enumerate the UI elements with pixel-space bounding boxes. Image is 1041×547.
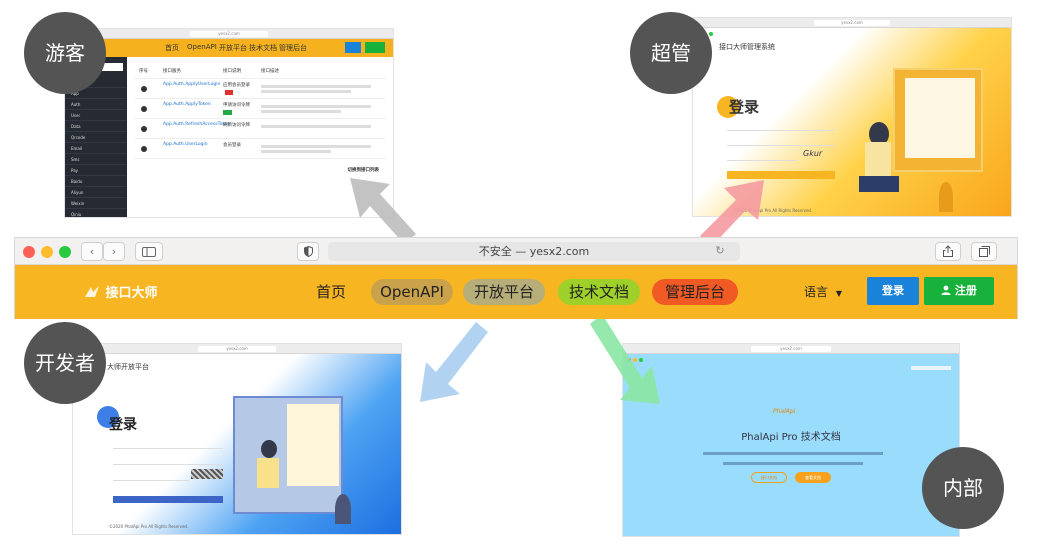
table-row: App.Auth.ApplyUserLogin 应用会员登录 [135,79,385,99]
visitor-nav-docs: 技术文档 [249,44,277,52]
arrow-gray-icon [350,178,416,244]
nav-home[interactable]: 首页 [315,283,346,301]
visitor-sidebar-item: Sms [65,154,127,165]
internal-brand: PhalApi [773,408,796,415]
developer-login-title: 登录 [109,417,137,433]
nav-admin[interactable]: 管理后台 [652,279,738,305]
reload-button[interactable]: ↻ [715,244,725,257]
mini-titlebar: yesx2.com [73,344,401,362]
site-logo-text: 接口大师 [105,286,158,301]
visitor-sidebar-item: Email [65,143,127,154]
nav-open-platform[interactable]: 开放平台 [463,279,545,305]
sidebar-icon [142,247,156,257]
developer-title: 大师开放平台 [107,363,149,371]
visitor-sidebar-item: Weixin [65,198,127,209]
visitor-sidebar-item: Auth [65,99,127,110]
visitor-register-btn [365,42,385,53]
browser-toolbar: ‹ › 不安全 — yesx2.com ↻ [15,238,1017,265]
user-icon [941,285,951,295]
visitor-nav: 首页 OpenAPI 开放平台 技术文档 管理后台 [65,39,393,57]
visitor-sidebar-item: Data [65,121,127,132]
admin-footer: ©2020 PhalApi Pro All Rights Reserved. [733,208,813,213]
mini-address: yesx2.com [189,31,269,37]
arrow-pink-icon [700,180,764,246]
tabs-icon [978,246,990,257]
role-admin-badge: 超管 [630,12,712,94]
site-logo[interactable]: 接口大师 [83,282,158,301]
internal-screenshot: yesx2.com PhalApi PhalApi Pro 技术文档 接口文档 … [622,343,960,537]
address-bar[interactable]: 不安全 — yesx2.com [328,242,740,261]
minimize-window-button[interactable] [41,246,53,258]
visitor-login-btn [345,42,361,53]
visitor-sidebar-item: Aliyun [65,187,127,198]
internal-title: PhalApi Pro 技术文档 [741,432,841,443]
visitor-nav-home: 首页 [165,44,179,52]
visitor-sidebar-item: User [65,110,127,121]
developer-screenshot: yesx2.com 大师开放平台 登录 ©2020 PhalApi Pro Al… [72,343,402,535]
arrow-blue-icon [420,322,488,402]
main-browser-window: ‹ › 不安全 — yesx2.com ↻ 接口大师 首页 OpenAPI [14,237,1018,319]
maximize-window-button[interactable] [59,246,71,258]
site-navbar: 接口大师 首页 OpenAPI 开放平台 技术文档 管理后台 语言 ▼ 登录 注… [15,265,1017,319]
visitor-nav-platform: 开放平台 [219,44,247,52]
forward-button[interactable]: › [103,242,125,261]
internal-btn-1: 接口文档 [751,472,787,483]
visitor-nav-openapi: OpenAPI [187,43,217,51]
privacy-shield-button[interactable] [297,242,319,261]
developer-footer: ©2020 PhalApi Pro All Rights Reserved. [109,524,189,529]
admin-login-title: 登录 [729,98,760,116]
visitor-sidebar-item: Qiniu [65,209,127,217]
role-internal-badge: 内部 [922,447,1004,529]
table-row: App.Auth.UserLogin 会员登录 [135,139,385,159]
visitor-nav-admin: 管理后台 [279,44,307,52]
share-button[interactable] [935,242,961,261]
mini-titlebar: yesx2.com [693,18,1011,36]
shield-icon [303,245,313,258]
logo-icon [85,286,99,297]
register-label: 注册 [954,284,977,297]
share-icon [943,245,953,257]
caret-down-icon: ▼ [835,289,842,298]
language-label: 语言 [804,285,829,299]
sidebar-toggle-button[interactable] [135,242,163,261]
nav-openapi[interactable]: OpenAPI [371,279,453,305]
visitor-sidebar-item: App [65,88,127,99]
admin-captcha: Gkur [803,149,823,158]
admin-screenshot: yesx2.com 接口大师管理系统 登录 Gkur ©2020 PhalApi… [692,17,1012,217]
mini-titlebar: yesx2.com [623,344,959,362]
visitor-sidebar-item: Baidu [65,176,127,187]
role-developer-badge: 开发者 [24,322,106,404]
table-header-row: 序号 接口服务 接口说明 接口描述 [135,65,385,79]
tabs-overview-button[interactable] [971,242,997,261]
language-dropdown[interactable]: 语言 ▼ [799,279,847,305]
table-row: App.Auth.ApplyToken 申请访问令牌 [135,99,385,119]
visitor-table: 序号 接口服务 接口说明 接口描述 App.Auth.ApplyUserLogi… [135,65,385,179]
back-button[interactable]: ‹ [81,242,103,261]
table-row: App.Auth.RefreshAccessToken 刷新访问令牌 [135,119,385,139]
internal-btn-2: 查看文档 [795,472,831,483]
visitor-sidebar-item: Pay [65,165,127,176]
admin-title: 接口大师管理系统 [719,43,775,51]
mini-titlebar: yesx2.com [65,29,393,47]
arrow-green-icon [590,314,660,404]
login-button[interactable]: 登录 [867,277,919,305]
role-visitor-badge: 游客 [24,12,106,94]
visitor-screenshot: yesx2.com 首页 OpenAPI 开放平台 技术文档 管理后台 Open… [64,28,394,218]
nav-tech-docs[interactable]: 技术文档 [558,279,640,305]
visitor-sidebar-item: Qrcode [65,132,127,143]
register-button[interactable]: 注册 [924,277,994,305]
visitor-switch-link: 切换到接口列表 [347,168,380,173]
close-window-button[interactable] [23,246,35,258]
